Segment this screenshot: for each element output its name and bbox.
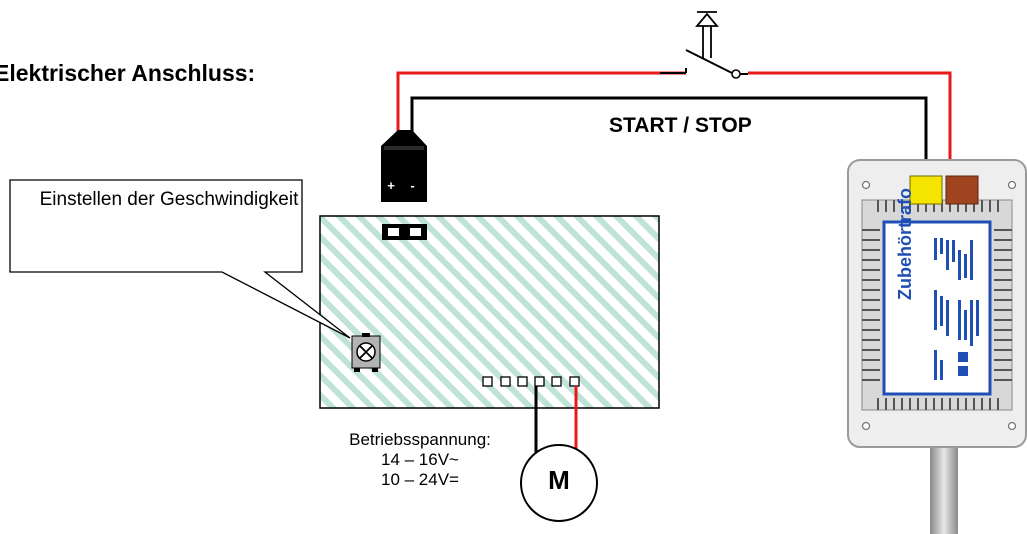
accessory-transformer — [847, 159, 1027, 534]
plug-polarity-label: + - — [387, 178, 421, 193]
supply-wire-black — [410, 96, 928, 182]
diagram-title: Elektrischer Anschluss: — [0, 60, 256, 86]
power-plug — [381, 130, 427, 202]
transformer-label: Zubehörtrafo — [895, 188, 915, 300]
speed-potentiometer-icon[interactable] — [351, 333, 381, 372]
controller-board — [319, 215, 660, 409]
start-stop-label: START / STOP — [609, 114, 752, 137]
operating-voltage: Betriebsspannung: 14 – 16V~ 10 – 24V= — [300, 430, 540, 490]
voltage-dc: 10 – 24V= — [381, 470, 459, 489]
motor-label: M — [548, 465, 570, 495]
start-stop-switch-icon[interactable] — [660, 11, 748, 79]
power-socket — [382, 224, 427, 240]
voltage-ac: 14 – 16V~ — [381, 450, 459, 469]
motor-symbol — [520, 444, 598, 522]
supply-wire-red — [396, 71, 952, 182]
speed-callout-text: Einstellen der Geschwindigkeit — [39, 189, 299, 210]
speed-callout-bubble — [9, 179, 351, 339]
voltage-heading: Betriebsspannung: — [349, 430, 491, 449]
